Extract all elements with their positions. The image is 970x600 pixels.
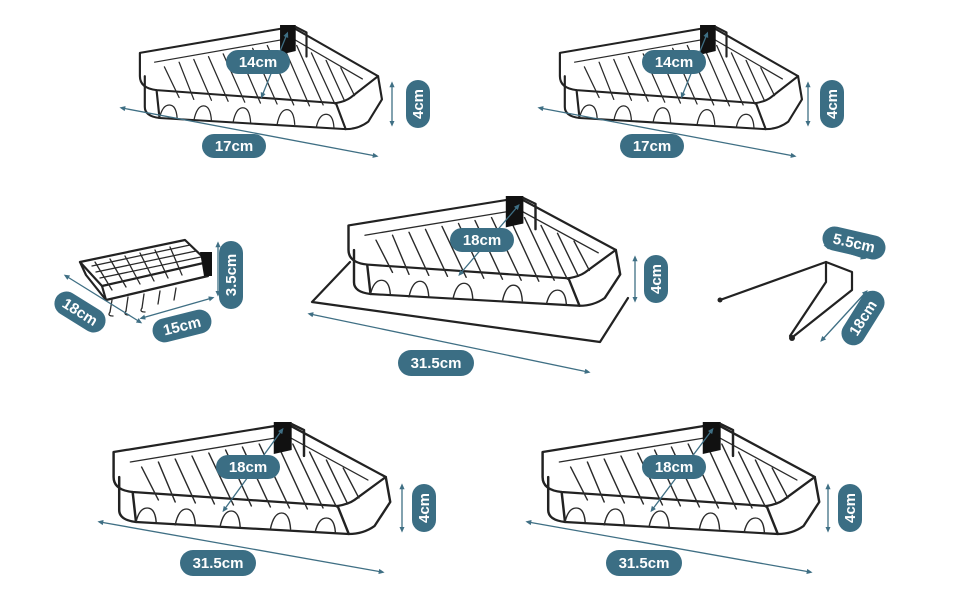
door-hook: 5.5cm 18cm <box>717 226 886 346</box>
svg-text:3.5cm: 3.5cm <box>223 254 240 297</box>
width-label: 15cm <box>152 309 212 343</box>
svg-text:31.5cm: 31.5cm <box>411 355 462 372</box>
svg-text:17cm: 17cm <box>215 138 253 155</box>
svg-text:31.5cm: 31.5cm <box>193 555 244 572</box>
svg-text:4cm: 4cm <box>410 89 427 119</box>
svg-text:18cm: 18cm <box>463 232 501 249</box>
corner-shelf-large-right: 18cm 31.5cm 4cm <box>525 420 862 576</box>
height-label: 4cm <box>838 484 862 532</box>
depth-label: 14cm <box>642 50 706 74</box>
svg-text:4cm: 4cm <box>648 264 665 294</box>
corner-shelf-with-towel-bar: 18cm 31.5cm 4cm <box>307 194 668 376</box>
depth-label: 14cm <box>226 50 290 74</box>
width-label: 31.5cm <box>606 550 682 576</box>
corner-shelf-small-left: 14cm 17cm 4cm <box>119 23 430 158</box>
width-label: 31.5cm <box>180 550 256 576</box>
svg-text:4cm: 4cm <box>824 89 841 119</box>
depth-label: 18cm <box>216 455 280 479</box>
depth-label: 18cm <box>450 228 514 252</box>
svg-text:17cm: 17cm <box>633 138 671 155</box>
gap-label: 5.5cm <box>822 226 886 260</box>
height-label: 4cm <box>412 484 436 532</box>
corner-shelf-large-left: 18cm 31.5cm 4cm <box>97 420 436 576</box>
soap-basket: 18cm 15cm 3.5cm <box>54 238 243 343</box>
svg-text:4cm: 4cm <box>416 493 433 523</box>
height-label: 4cm <box>820 80 844 128</box>
width-label: 17cm <box>202 134 266 158</box>
height-label: 4cm <box>644 255 668 303</box>
svg-text:18cm: 18cm <box>229 459 267 476</box>
height-label: 4cm <box>406 80 430 128</box>
width-label: 31.5cm <box>398 350 474 376</box>
height-label: 3.5cm <box>219 241 243 309</box>
svg-text:14cm: 14cm <box>239 54 277 71</box>
length-label: 18cm <box>54 291 106 333</box>
depth-label: 18cm <box>642 455 706 479</box>
svg-text:4cm: 4cm <box>842 493 859 523</box>
corner-shelf-small-right: 14cm 17cm 4cm <box>537 23 844 158</box>
svg-text:14cm: 14cm <box>655 54 693 71</box>
width-label: 17cm <box>620 134 684 158</box>
svg-text:31.5cm: 31.5cm <box>619 555 670 572</box>
svg-text:18cm: 18cm <box>655 459 693 476</box>
